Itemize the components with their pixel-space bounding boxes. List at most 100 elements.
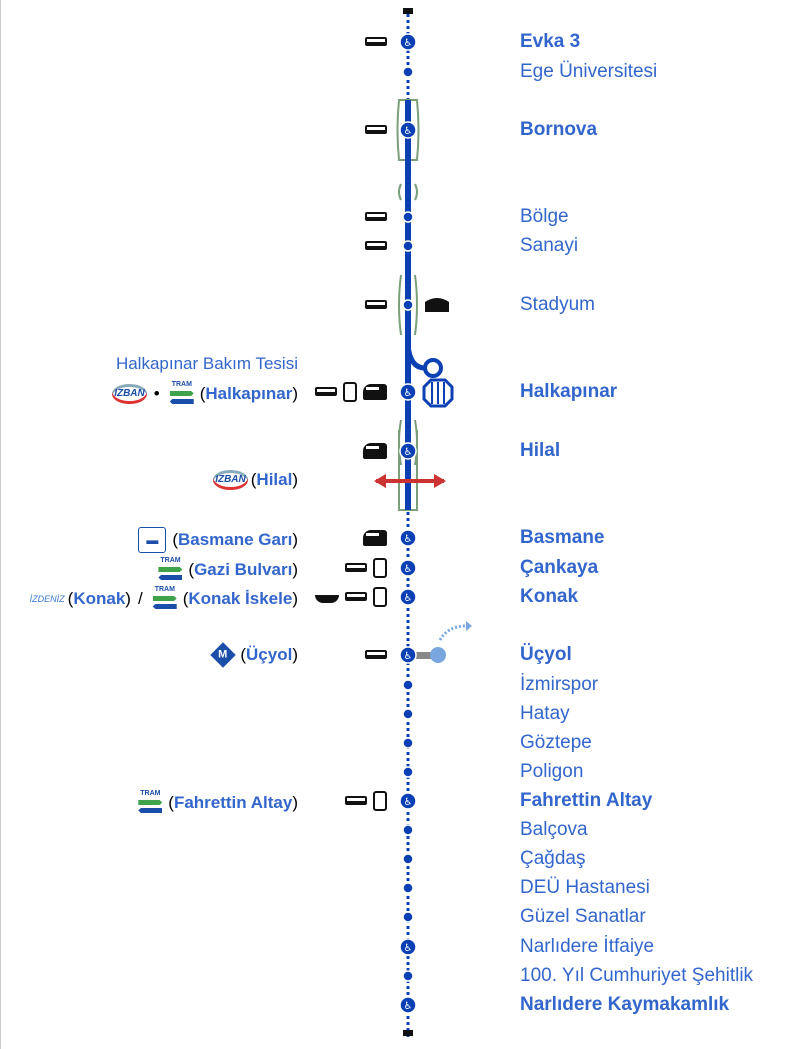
- station-name[interactable]: Çankaya: [520, 557, 599, 578]
- transfer-passage: [414, 652, 434, 659]
- station-marker: [399, 442, 417, 460]
- bus-icon: [365, 125, 387, 134]
- page-border: [0, 0, 1, 1049]
- paren: (: [67, 589, 74, 608]
- metro-logo: M: [210, 642, 237, 668]
- bridge-bracket: [398, 183, 402, 201]
- wheelchair-icon: ♿: [404, 797, 413, 808]
- metro-letter: M: [218, 648, 228, 661]
- station-name[interactable]: Narlıdere Kaymakamlık: [520, 994, 730, 1015]
- station-marker: [402, 240, 414, 252]
- bus-icon: [365, 241, 387, 250]
- connection-hilal: IZBAN (Hilal): [213, 469, 298, 491]
- station-name[interactable]: Bornova: [520, 119, 598, 140]
- bus-icon: [315, 387, 337, 396]
- bridge-bracket: [414, 183, 418, 201]
- station-name: Hatay: [520, 703, 570, 724]
- tram-logo-text: TRAM: [140, 790, 161, 797]
- bus-icon: [365, 212, 387, 221]
- station-marker: [399, 383, 417, 401]
- wheelchair-icon: ♿: [404, 388, 413, 399]
- station-name: Göztepe: [520, 732, 592, 753]
- connection-link[interactable]: Hilal: [256, 470, 293, 489]
- continuation-arrow-icon: [466, 621, 472, 631]
- station-marker: [399, 938, 417, 956]
- station-marker: [402, 211, 414, 223]
- wheelchair-icon: ♿: [404, 651, 413, 662]
- line-end-marker: [403, 1030, 413, 1036]
- izban-logo: IZBAN: [213, 470, 248, 490]
- wheelchair-icon: ♿: [404, 1001, 413, 1012]
- paren: ): [292, 560, 298, 579]
- tram-icon: [343, 382, 357, 402]
- depot-junction: [423, 358, 443, 378]
- bus-icon: [345, 796, 367, 805]
- bridge-bracket: [398, 419, 402, 466]
- metro-transfer-station: [430, 647, 446, 663]
- station-marker: [402, 708, 414, 720]
- wheelchair-icon: ♿: [404, 38, 413, 49]
- wheelchair-icon: ♿: [404, 564, 413, 575]
- depot-name: Halkapınar Bakım Tesisi: [115, 354, 298, 373]
- station-name[interactable]: Fahrettin Altay: [520, 790, 653, 811]
- tram-icon: [373, 587, 387, 607]
- station-name: Narlıdere İtfaiye: [520, 936, 655, 957]
- station-name[interactable]: Hilal: [520, 440, 561, 461]
- tram-logo-text: TRAM: [160, 557, 181, 564]
- continuation-track: [438, 624, 467, 641]
- connection-link[interactable]: Fahrettin Altay: [173, 793, 293, 812]
- connection-cankaya: TRAM (Gazi Bulvarı): [155, 557, 298, 583]
- station-name[interactable]: Konak: [520, 586, 579, 607]
- paren: ): [125, 589, 131, 608]
- izban-logo: IZBAN: [112, 384, 147, 404]
- paren: ): [292, 645, 298, 664]
- station-marker: [402, 766, 414, 778]
- paren: ): [292, 793, 298, 812]
- station-name[interactable]: Üçyol: [520, 644, 572, 665]
- station-name: Sanayi: [520, 235, 579, 256]
- station-marker: [399, 33, 417, 51]
- paren: ): [292, 589, 298, 608]
- bridge-bracket: [414, 274, 418, 336]
- connection-link[interactable]: Gazi Bulvarı: [194, 560, 293, 579]
- station-marker: [399, 121, 417, 139]
- connection-link[interactable]: Konak: [73, 589, 126, 608]
- line-end-marker: [403, 8, 413, 14]
- bus-icon: [345, 592, 367, 601]
- connection-basmane: ▬ (Basmane Garı): [138, 527, 298, 553]
- station-marker: [402, 853, 414, 865]
- wheelchair-icon: ♿: [404, 447, 413, 458]
- connection-ucyol: M (Üçyol): [209, 642, 298, 668]
- tram-logo-text: TRAM: [154, 586, 175, 593]
- station-name: Çağdaş: [520, 848, 586, 869]
- separator: •: [153, 384, 160, 403]
- paren: (: [168, 793, 174, 812]
- station-name[interactable]: Evka 3: [520, 31, 581, 52]
- wheelchair-icon: ♿: [404, 534, 413, 545]
- station-marker: [402, 970, 414, 982]
- connection-link[interactable]: Üçyol: [246, 645, 293, 664]
- station-name: Bölge: [520, 206, 569, 227]
- depot-branch: [405, 344, 426, 371]
- station-marker: [402, 737, 414, 749]
- train-icon: [363, 384, 387, 400]
- station-name[interactable]: Halkapınar: [520, 381, 618, 402]
- paren: (: [199, 384, 206, 403]
- connection-konak: İZDENİZ (Konak) / TRAM (Konak İskele): [30, 586, 298, 612]
- connection-halkapinar: IZBAN • TRAM (Halkapınar): [112, 381, 298, 407]
- connection-fahrettin-altay: TRAM (Fahrettin Altay): [135, 790, 298, 816]
- railway-station-icon: ▬: [138, 527, 167, 553]
- station-marker: [402, 66, 414, 78]
- station-name: Stadyum: [520, 294, 595, 315]
- stadium-icon: [425, 298, 449, 312]
- connection-link[interactable]: Basmane Garı: [177, 530, 293, 549]
- tram-izmir-logo: TRAM: [167, 381, 197, 407]
- bridge-bracket: [398, 274, 402, 336]
- paren: (: [172, 530, 178, 549]
- tram-izmir-logo: TRAM: [155, 557, 185, 583]
- connection-link[interactable]: Konak İskele: [188, 589, 293, 608]
- connection-link[interactable]: Halkapınar: [205, 384, 293, 403]
- tram-icon: [373, 791, 387, 811]
- station-name[interactable]: Basmane: [520, 527, 605, 548]
